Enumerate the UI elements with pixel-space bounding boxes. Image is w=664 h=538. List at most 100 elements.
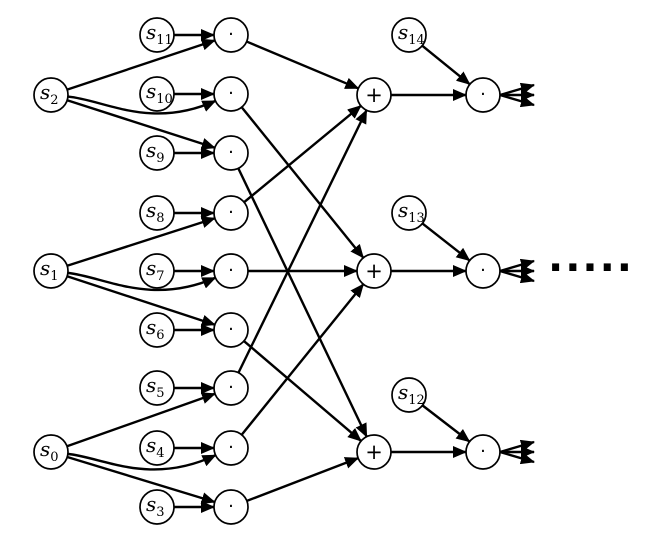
node-circle	[213, 370, 249, 406]
node-circle	[213, 312, 249, 348]
node-circle	[33, 434, 69, 470]
edge-m9-to-a0	[237, 167, 368, 438]
node-s4: s4	[139, 430, 175, 466]
node-s2: s2	[33, 77, 69, 113]
node-s1: s1	[33, 253, 69, 289]
node-circle	[391, 17, 427, 53]
edge-s2-to-m11	[66, 38, 216, 91]
multiply-operator: ·	[228, 319, 234, 340]
multiply-operator: ·	[228, 83, 234, 104]
node-s11: s11	[139, 17, 175, 53]
node-o1: ·	[465, 253, 501, 289]
node-s5: s5	[139, 370, 175, 406]
node-m8: ·	[213, 195, 249, 231]
node-label: s14	[398, 20, 425, 48]
node-m7: ·	[213, 253, 249, 289]
node-a1: +	[356, 253, 392, 289]
multiply-operator: ·	[228, 202, 234, 223]
multiply-operator: ·	[228, 260, 234, 281]
edge-m4-to-a1	[240, 283, 365, 436]
node-s10: s10	[139, 76, 175, 112]
edge-s1-to-m6	[66, 275, 216, 327]
node-m11: ·	[213, 17, 249, 53]
node-circle	[391, 377, 427, 413]
node-o2: ·	[465, 77, 501, 113]
edge-s1-to-m7	[67, 271, 217, 292]
edge-s0-to-m3	[66, 455, 216, 504]
nodes: s11 s10 s9 s8 s7 s6 s5 s4 s3 s2 s1 s0 s14 s13 s12 · · · · ·…	[33, 17, 501, 525]
node-circle	[139, 370, 175, 406]
fanout-arrow-o1-2	[499, 269, 535, 284]
node-m10: ·	[213, 76, 249, 112]
node-m9: ·	[213, 135, 249, 171]
multiply-operator: ·	[228, 377, 234, 398]
node-a2: +	[356, 77, 392, 113]
node-s8: s8	[139, 195, 175, 231]
node-circle	[33, 253, 69, 289]
node-circle	[356, 77, 392, 113]
multiply-operator: ·	[228, 496, 234, 517]
node-circle	[213, 17, 249, 53]
node-circle	[139, 253, 175, 289]
edge-m6-to-a0	[243, 340, 362, 442]
edge-s13-to-o1	[421, 222, 471, 262]
node-circle	[213, 135, 249, 171]
multiply-operator: ·	[480, 84, 486, 105]
node-circle	[139, 135, 175, 171]
node-circle	[139, 76, 175, 112]
node-circle	[139, 17, 175, 53]
node-circle	[139, 430, 175, 466]
edge-s0-to-m4	[67, 452, 217, 471]
node-o0: ·	[465, 434, 501, 470]
node-a0: +	[356, 434, 392, 470]
node-s0: s0	[33, 434, 69, 470]
fanout-arrow-o1-0	[499, 258, 535, 273]
edge-m3-to-a0	[246, 456, 360, 503]
edges	[66, 29, 471, 513]
edge-s0-to-m5	[66, 392, 216, 448]
node-s3: s3	[139, 489, 175, 525]
edge-s1-to-m8	[66, 216, 216, 267]
node-circle	[213, 430, 249, 466]
node-circle	[213, 76, 249, 112]
node-s6: s6	[139, 312, 175, 348]
node-s7: s7	[139, 253, 175, 289]
node-m3: ·	[213, 489, 249, 525]
edge-m10-to-a1	[240, 106, 365, 259]
node-circle	[139, 489, 175, 525]
edge-m11-to-a2	[246, 40, 360, 90]
node-s9: s9	[139, 135, 175, 171]
multiply-operator: ·	[228, 24, 234, 45]
multiply-operator: ·	[480, 260, 486, 281]
plus-operator: +	[365, 83, 383, 107]
node-circle	[213, 253, 249, 289]
fanout-arrow-o2-0	[499, 82, 535, 97]
fanout-arrow-o2-2	[499, 93, 535, 108]
node-circle	[33, 77, 69, 113]
output-fanout-arrows	[499, 82, 535, 465]
node-s12: s12	[391, 377, 427, 413]
edge-m5-to-a2	[237, 109, 368, 374]
fanout-arrow-o0-2	[499, 450, 535, 465]
node-circle	[356, 434, 392, 470]
node-m4: ·	[213, 430, 249, 466]
node-circle	[356, 253, 392, 289]
continuation-dots: ·····	[548, 245, 634, 291]
plus-operator: +	[365, 440, 383, 464]
fanout-arrow-o0-0	[499, 439, 535, 454]
edge-m8-to-a2	[243, 104, 362, 204]
edge-s12-to-o0	[421, 404, 471, 443]
multiply-operator: ·	[480, 441, 486, 462]
node-m5: ·	[213, 370, 249, 406]
multiply-operator: ·	[228, 142, 234, 163]
node-circle	[213, 195, 249, 231]
node-s13: s13	[391, 195, 427, 231]
edge-s14-to-o2	[421, 44, 471, 86]
edge-s2-to-m9	[66, 99, 216, 150]
node-m6: ·	[213, 312, 249, 348]
node-s14: s14	[391, 17, 427, 53]
multiply-operator: ·	[228, 437, 234, 458]
node-circle	[139, 195, 175, 231]
plus-operator: +	[365, 259, 383, 283]
